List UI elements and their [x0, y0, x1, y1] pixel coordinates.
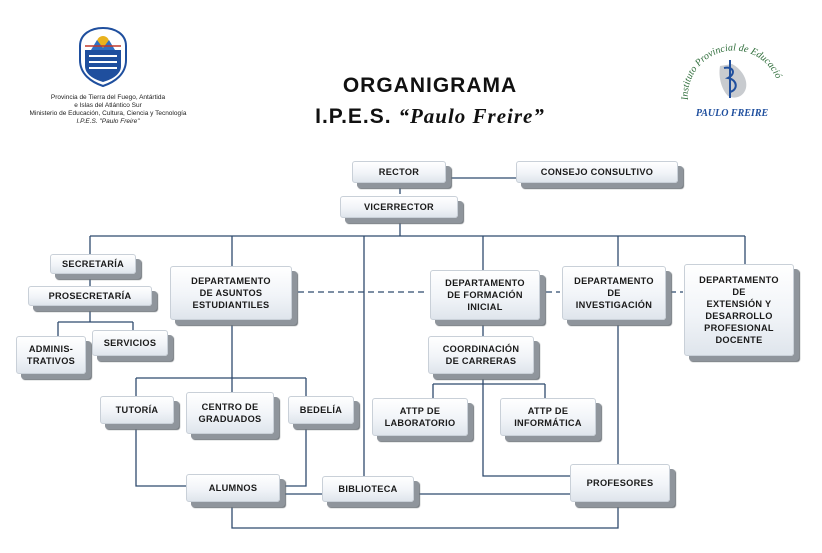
- node-administrativos: ADMINIS- TRATIVOS: [16, 336, 86, 374]
- node-rector: RECTOR: [352, 161, 446, 183]
- node-biblioteca: BIBLIOTECA: [322, 476, 414, 502]
- node-centro-graduados: CENTRO DE GRADUADOS: [186, 392, 274, 434]
- page-title: ORGANIGRAMA: [342, 74, 518, 97]
- caption-line2: e Islas del Atlántico Sur: [74, 102, 142, 109]
- left-logo-caption: Provincia de Tierra del Fuego, Antártida…: [10, 94, 206, 126]
- node-prosecretaria: PROSECRETARÍA: [28, 286, 152, 306]
- node-servicios: SERVICIOS: [92, 330, 168, 356]
- node-vicerrector: VICERRECTOR: [340, 196, 458, 218]
- node-departamento-asuntos-estudiantiles: DEPARTAMENTO DE ASUNTOS ESTUDIANTILES: [170, 266, 292, 320]
- caption-line3: Ministerio de Educación, Cultura, Cienci…: [29, 110, 187, 117]
- seal-name: PAULO FREIRE: [696, 108, 769, 119]
- caption-line4: I.P.E.S. "Paulo Freire": [76, 118, 140, 125]
- caption-line1: Provincia de Tierra del Fuego, Antártida: [50, 94, 166, 101]
- node-departamento-extension: DEPARTAMENTO DE EXTENSIÓN Y DESARROLLO P…: [684, 264, 794, 356]
- provincial-shield-icon: [79, 26, 127, 88]
- subtitle-name: “Paulo Freire”: [398, 104, 545, 128]
- left-logo: [77, 26, 129, 88]
- right-logo: Instituto Provincial de Educación Superi…: [675, 30, 786, 122]
- node-attp-laboratorio: ATTP DE LABORATORIO: [372, 398, 468, 436]
- node-tutoria: TUTORÍA: [100, 396, 174, 424]
- subtitle-prefix: I.P.E.S.: [315, 105, 399, 128]
- node-coordinacion-carreras: COORDINACIÓN DE CARRERAS: [428, 336, 534, 374]
- node-departamento-investigacion: DEPARTAMENTO DE INVESTIGACIÓN: [562, 266, 666, 320]
- page-subtitle: I.P.E.S. “Paulo Freire”: [290, 104, 570, 129]
- node-bedelia: BEDELÍA: [288, 396, 354, 424]
- node-profesores: PROFESORES: [570, 464, 670, 502]
- node-departamento-formacion-inicial: DEPARTAMENTO DE FORMACIÓN INICIAL: [430, 270, 540, 320]
- node-secretaria: SECRETARÍA: [50, 254, 136, 274]
- node-attp-informatica: ATTP DE INFORMÁTICA: [500, 398, 596, 436]
- institute-seal-icon: Instituto Provincial de Educación Superi…: [675, 30, 784, 119]
- node-alumnos: ALUMNOS: [186, 474, 280, 502]
- node-consejo-consultivo: CONSEJO CONSULTIVO: [516, 161, 678, 183]
